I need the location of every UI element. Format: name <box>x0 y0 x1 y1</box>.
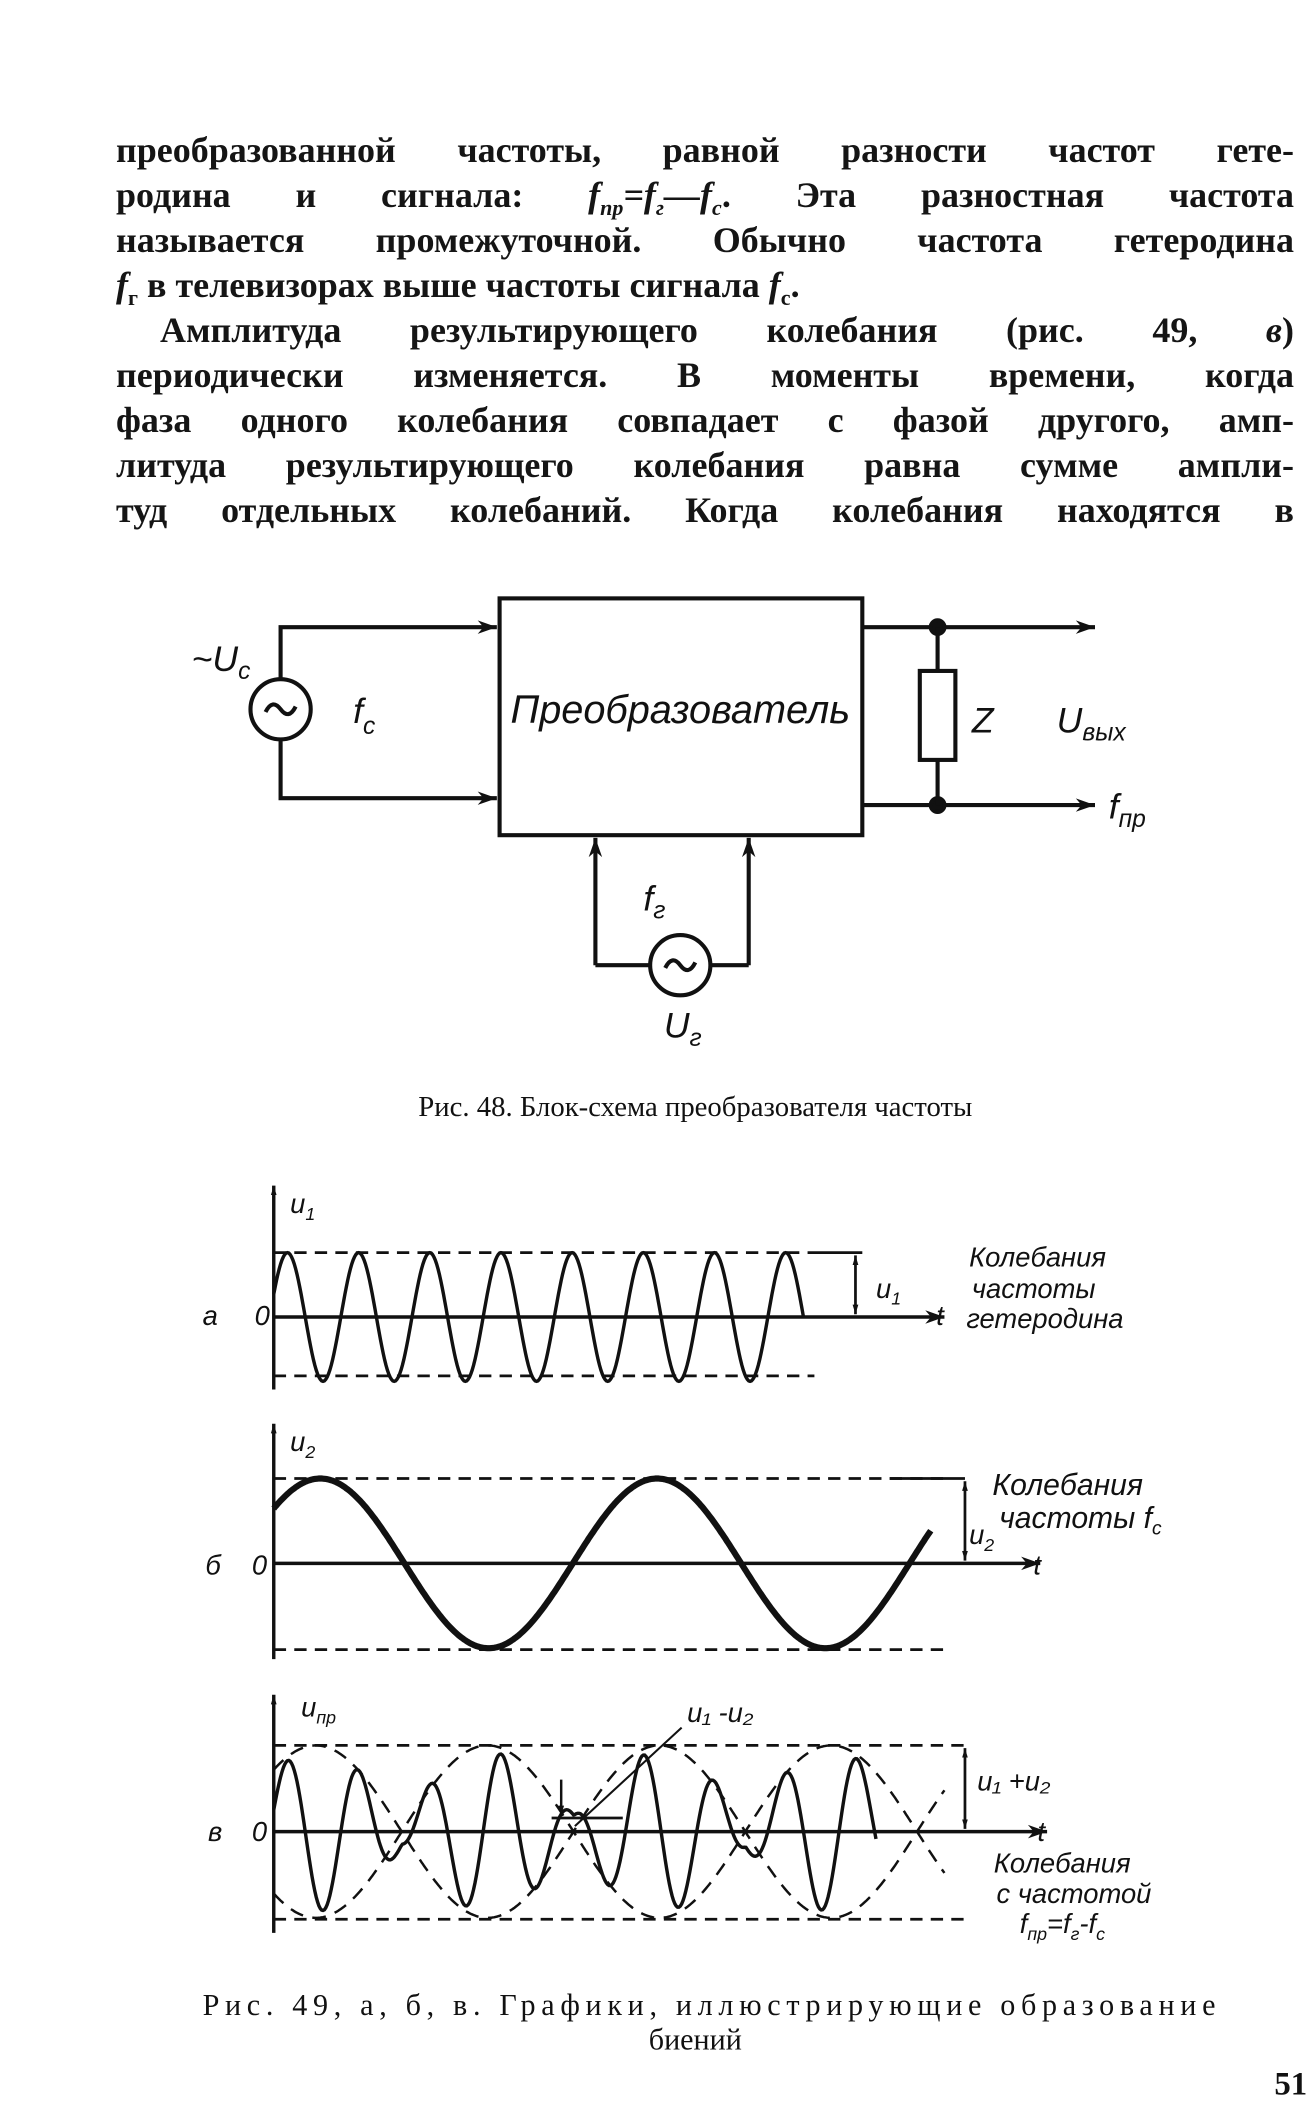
formula: fпр=fг—fс <box>588 175 722 221</box>
difference-label: u₁ -u₂ <box>687 1697 754 1728</box>
zero-label: 0 <box>252 1816 267 1847</box>
wire <box>278 620 497 680</box>
heterodyne-source-icon <box>648 933 713 998</box>
text-line: называется промежуточной. Обычно частота… <box>116 220 1294 260</box>
text-line: fг в телевизорах выше частоты сигнала fс… <box>116 265 800 311</box>
text-line: литуда результирующего колебания равна с… <box>116 445 1294 485</box>
text-line: фаза одного колебания совпадает с фазой … <box>116 400 1294 440</box>
graph-b-letter: б <box>205 1549 222 1580</box>
label-fg: fг <box>643 878 665 924</box>
text-line: Амплитуда результирующего колебания (рис… <box>160 310 1295 350</box>
wire <box>278 739 497 805</box>
converter-block <box>497 596 865 838</box>
desc: гетеродина <box>966 1303 1123 1334</box>
desc: Колебания <box>992 1469 1143 1502</box>
y-axis-label: u2 <box>290 1426 315 1462</box>
beat-graphs-fig49 <box>270 1185 1048 1933</box>
desc: Колебания <box>994 1848 1131 1879</box>
load-resistor-icon <box>917 668 958 762</box>
t-axis-label: t <box>1033 1549 1042 1580</box>
desc: Колебания <box>969 1241 1106 1272</box>
amplitude-label: u₁ +u₂ <box>977 1766 1051 1797</box>
beat-envelope <box>272 1744 946 1920</box>
zero-label: 0 <box>252 1549 267 1580</box>
t-axis-label: t <box>936 1300 945 1331</box>
block-label: Преобразователь <box>510 688 850 732</box>
text-line: периодически изменяется. В моменты време… <box>116 355 1294 395</box>
block-diagram-fig48 <box>248 596 1095 998</box>
leader-line <box>574 1726 683 1827</box>
amplitude-label: u2 <box>969 1519 994 1555</box>
label-ug: Uг <box>664 1006 702 1052</box>
y-axis-label: u1 <box>290 1188 315 1224</box>
fig48-caption: Рис. 48. Блок-схема преобразователя част… <box>418 1091 972 1123</box>
label-z: Z <box>971 701 995 741</box>
fig49-caption: биений <box>649 2022 742 2056</box>
desc: частоты <box>972 1273 1096 1304</box>
amplitude-label: u1 <box>876 1273 901 1309</box>
text-line: преобразованной частоты, равной разности… <box>116 130 1294 170</box>
beat-wave <box>272 1752 878 1913</box>
fig49-caption: Рис. 49, а, б, в. Графики, иллюстрирующи… <box>203 1988 1216 2022</box>
text-line: родина и сигнала: fпр=fг—fс. Эта разност… <box>116 173 1295 221</box>
graph-c-letter: в <box>208 1816 222 1847</box>
y-axis-label: uпр <box>301 1692 336 1728</box>
body-paragraphs: преобразованной частоты, равной разности… <box>116 128 1294 533</box>
text-line: туд отдельных колебаний. Когда колебания… <box>116 490 1294 530</box>
graph-a-letter: а <box>203 1300 218 1331</box>
t-axis-label: t <box>1038 1816 1047 1847</box>
desc: fпр=fг-fc <box>1020 1908 1105 1944</box>
signal-wave <box>271 1475 934 1652</box>
text: родина и сигнала: <box>116 175 524 215</box>
text: . Эта разностная частота <box>721 175 1295 215</box>
label-fpr: fпр <box>1109 787 1146 833</box>
label-uout: Uвых <box>1057 701 1128 747</box>
label-fc: fc <box>353 691 376 740</box>
page-number: 51 <box>1274 2066 1307 2102</box>
desc: с частотой <box>996 1878 1151 1909</box>
zero-label: 0 <box>255 1300 270 1331</box>
desc: частоты fc <box>999 1502 1162 1540</box>
label-uc: ~Uc <box>192 639 251 685</box>
heterodyne-wave <box>272 1250 806 1384</box>
